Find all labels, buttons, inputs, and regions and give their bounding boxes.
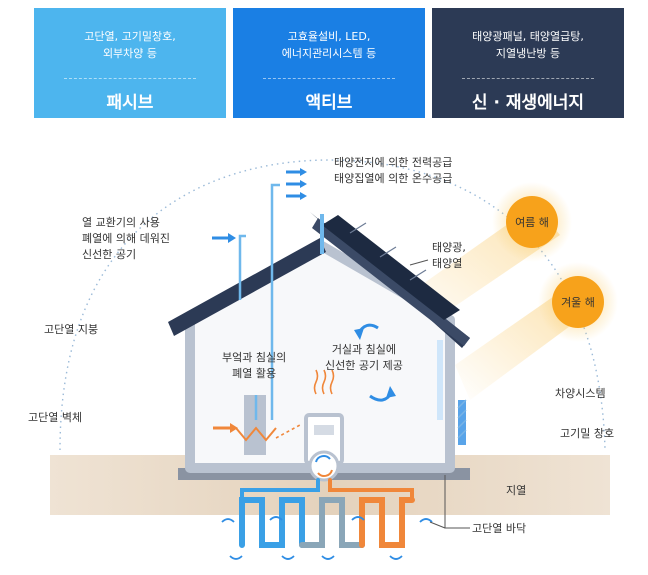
fresh-air-line1: 거실과 침실에 <box>331 343 397 356</box>
renewable-divider <box>462 78 594 79</box>
passive-divider <box>64 78 196 79</box>
exhaust-duct <box>238 183 280 420</box>
interior-partition <box>244 395 266 455</box>
ground-swirls <box>221 516 433 560</box>
active-divider <box>263 78 395 79</box>
insulated-wall-label: 고단열 벽체 <box>28 411 83 424</box>
passive-sub-line2: 외부차양 등 <box>102 47 158 60</box>
geothermal-pipes <box>239 478 415 548</box>
passive-sub-line1: 고단열, 고기밀창호, <box>84 30 176 43</box>
fresh-air-label: 거실과 침실에 신선한 공기 제공 <box>325 342 403 374</box>
geothermal-label: 지열 <box>506 484 527 497</box>
insulated-roof-label: 고단열 지붕 <box>44 323 99 336</box>
active-sub-line2: 에너지관리시스템 등 <box>281 47 377 60</box>
active-subtitle: 고효율설비, LED, 에너지관리시스템 등 <box>233 28 425 62</box>
orange-dashed-flow <box>275 424 301 439</box>
vent-pipe <box>320 214 324 254</box>
shading-label: 차양시스템 <box>555 387 606 400</box>
left-roof <box>168 238 326 336</box>
solar-supply-line1: 태양전지에 의한 전력공급 <box>334 156 453 169</box>
pv-thermal-line1: 태양광, <box>432 241 466 254</box>
heat-exchange-line1: 열 교환기의 사용 <box>82 216 160 229</box>
leader-lines <box>409 259 470 529</box>
active-title: 액티브 <box>305 93 353 113</box>
summer-sun <box>506 196 558 248</box>
heat-wisps <box>313 369 335 395</box>
supply-arrows <box>286 168 307 200</box>
airtight-window-label: 고기밀 창호 <box>560 427 615 440</box>
right-roof-body <box>312 218 470 346</box>
heat-exchange-line3: 신선한 공기 <box>82 248 137 261</box>
window-strip <box>437 340 443 420</box>
passive-title: 패시브 <box>106 93 154 113</box>
active-sub-line1: 고효율설비, LED, <box>287 30 371 43</box>
window-hatch <box>457 399 467 439</box>
solar-supply-line2: 태양집열에 의한 온수공급 <box>334 172 453 185</box>
passive-card: 고단열, 고기밀창호, 외부차양 등 패시브 <box>34 8 226 118</box>
shading-device <box>458 400 466 445</box>
winter-sun <box>552 276 604 328</box>
renewable-subtitle: 태양광패널, 태양열급탕, 지열냉난방 등 <box>432 28 624 62</box>
renewable-sub-line1: 태양광패널, 태양열급탕, <box>472 30 584 43</box>
fresh-air-line2: 신선한 공기 제공 <box>325 359 403 372</box>
waste-heat-line1: 부엌과 침실의 <box>222 351 287 364</box>
pv-thermal-label: 태양광, 태양열 <box>432 240 466 272</box>
passive-subtitle: 고단열, 고기밀창호, 외부차양 등 <box>34 28 226 62</box>
winter-sun-label: 겨울 해 <box>561 295 595 309</box>
solar-panels <box>322 215 460 320</box>
pv-thermal-line2: 태양열 <box>432 257 463 270</box>
heat-exchange-line2: 폐열에 의해 데워진 <box>82 232 170 245</box>
solar-supply-label: 태양전지에 의한 전력공급 태양집열에 의한 온수공급 <box>334 155 452 187</box>
heat-exchanger <box>235 426 277 442</box>
renewable-card: 태양광패널, 태양열급탕, 지열냉난방 등 신 · 재생에너지 <box>432 8 624 118</box>
summer-sun-label: 여름 해 <box>515 215 549 229</box>
renewable-title: 신 · 재생에너지 <box>471 93 585 113</box>
insulated-floor-label: 고단열 바닥 <box>472 522 527 535</box>
heat-exchange-label: 열 교환기의 사용 폐열에 의해 데워진 신선한 공기 <box>82 215 170 263</box>
waste-heat-line2: 폐열 활용 <box>232 367 277 380</box>
renewable-sub-line2: 지열냉난방 등 <box>495 47 561 60</box>
active-card: 고효율설비, LED, 에너지관리시스템 등 액티브 <box>233 8 425 118</box>
waste-heat-label: 부엌과 침실의 폐열 활용 <box>222 350 286 382</box>
